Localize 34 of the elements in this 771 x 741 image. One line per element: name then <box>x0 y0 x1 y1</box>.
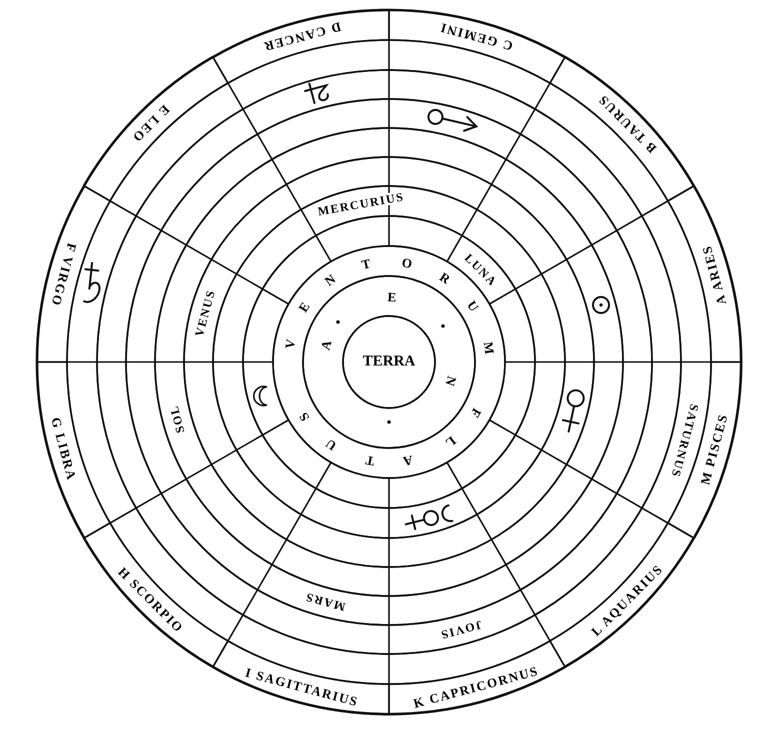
ring-letter: T <box>364 454 376 468</box>
zodiac-cell <box>211 638 391 716</box>
zodiac-cell <box>211 8 391 86</box>
ring-letter: N <box>322 272 338 288</box>
zodiac-sign-label: A ARIES <box>699 244 728 306</box>
ring-letter: A <box>402 454 414 468</box>
zodiac-cell <box>35 184 112 364</box>
earth-circle <box>341 314 437 410</box>
zodiac-sign-label: M PISCES <box>698 412 730 486</box>
ring-letter: U <box>324 436 339 453</box>
ring-letter: U <box>464 298 481 314</box>
zodiac-cell <box>82 521 230 669</box>
zodiac-sign-label: C GEMINI <box>438 21 514 54</box>
zodiac-cell <box>387 8 567 86</box>
orbit-ring <box>241 214 537 510</box>
letter-ring <box>271 244 507 480</box>
ring-letter: R <box>438 270 453 286</box>
zodiac-sign-label: G LIBRA <box>50 416 80 482</box>
center-label: TERRA <box>362 354 416 370</box>
zodiac-cell <box>548 55 696 203</box>
ring-letter: M <box>482 340 496 355</box>
ring-letter: E <box>296 300 312 314</box>
ring-letter: V <box>282 338 297 350</box>
ring-letter: S <box>296 410 312 424</box>
ring-letter: E <box>388 290 398 304</box>
ring-letter: N <box>444 374 459 388</box>
ring-letter: F <box>468 406 484 420</box>
zodiac-cell <box>666 360 743 540</box>
ring-letter: O <box>400 255 413 270</box>
ring-letter: T <box>360 256 372 271</box>
ring-letter: L <box>444 434 459 450</box>
zodiac-sign-label: F VIRGO <box>50 242 80 308</box>
ring-letter: A <box>318 338 334 352</box>
zodiac-cell <box>82 55 230 203</box>
